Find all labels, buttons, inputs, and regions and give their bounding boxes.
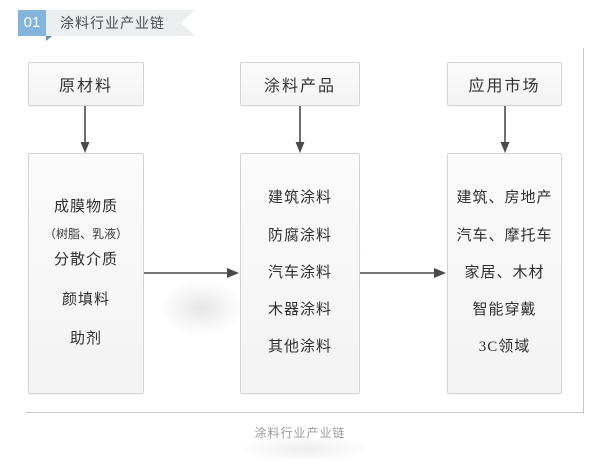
- arrow-down-icon-application-markets: [500, 106, 510, 153]
- section-number-badge: 01: [18, 10, 46, 36]
- list-item: 颜填料: [61, 291, 110, 308]
- arrow-down-icon-raw-materials: [80, 106, 90, 153]
- list-item-sublabel: （树脂、乳液）: [43, 227, 128, 242]
- list-item: 木器涂料: [267, 302, 332, 319]
- list-item: 助剂: [69, 330, 102, 347]
- list-item: 建筑涂料: [267, 190, 332, 207]
- list-item: 建筑、房地产: [456, 190, 553, 207]
- column-heading-box-application-markets: 应用市场: [447, 62, 562, 106]
- list-item-label: 成膜物质: [53, 198, 118, 215]
- figure-caption: 涂料行业产业链: [254, 426, 346, 440]
- column-heading-box-raw-materials: 原材料: [28, 62, 144, 106]
- column-heading-label: 应用市场: [468, 78, 541, 95]
- canvas-bottom-border: [26, 412, 584, 413]
- scan-artifact-smudge: [158, 280, 244, 336]
- list-item: 成膜物质 （树脂、乳液）: [44, 188, 128, 242]
- column-list-box-coating-products: 建筑涂料 防腐涂料 汽车涂料 木器涂料 其他涂料: [240, 153, 360, 394]
- column-list-box-raw-materials: 成膜物质 （树脂、乳液） 分散介质 颜填料 助剂: [28, 153, 144, 394]
- list-item: 家居、木材: [464, 264, 545, 281]
- list-item: 智能穿戴: [472, 302, 537, 319]
- section-header: 01 涂料行业产业链: [18, 10, 195, 41]
- column-heading-label: 涂料产品: [263, 78, 336, 95]
- list-item: 汽车涂料: [267, 264, 332, 281]
- badge-notch: [46, 36, 52, 41]
- arrow-right-icon-products-to-markets: [360, 268, 446, 278]
- column-list-box-application-markets: 建筑、房地产 汽车、摩托车 家居、木材 智能穿戴 3C领域: [447, 153, 562, 394]
- arrow-right-icon-materials-to-products: [144, 268, 239, 278]
- list-item: 分散介质: [53, 252, 118, 269]
- column-heading-box-coating-products: 涂料产品: [240, 62, 360, 106]
- column-heading-label: 原材料: [58, 78, 113, 95]
- canvas-right-border: [583, 48, 584, 414]
- list-item: 3C领域: [478, 339, 531, 356]
- list-item: 汽车、摩托车: [456, 227, 553, 244]
- list-item: 其他涂料: [267, 339, 332, 356]
- diagram-canvas: 原材料 涂料产品 应用市场 成膜物质 （树脂、乳液） 分散介质 颜填料 助剂: [0, 44, 600, 462]
- section-title-ribbon: 涂料行业产业链: [46, 10, 195, 36]
- arrow-down-icon-coating-products: [295, 106, 305, 153]
- list-item: 防腐涂料: [267, 227, 332, 244]
